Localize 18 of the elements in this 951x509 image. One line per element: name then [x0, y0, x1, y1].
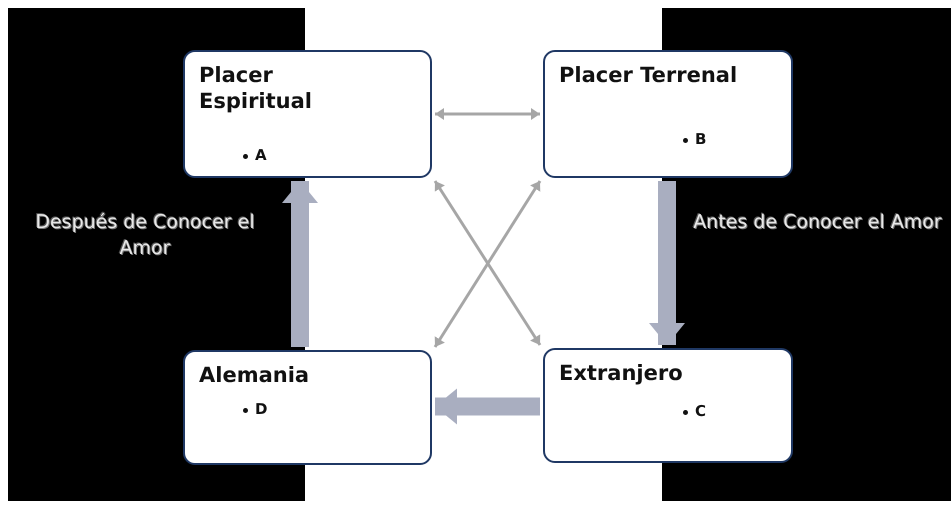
side-label: Después de Conocer el Amor	[34, 210, 256, 261]
concept-box	[543, 348, 793, 463]
block-arrow	[282, 181, 318, 347]
concept-box	[543, 50, 793, 178]
block-arrow	[649, 181, 685, 345]
box-title: Extranjero	[559, 360, 684, 386]
box-title: Alemania	[199, 362, 310, 388]
side-label: Antes de Conocer el Amor	[692, 210, 943, 235]
bullet-item: D	[255, 400, 268, 418]
bullet-item: B	[695, 130, 706, 148]
box-title: Placer Espiritual	[199, 62, 313, 114]
concept-box	[183, 350, 432, 465]
bullet-item: C	[695, 402, 706, 420]
concept-box	[183, 50, 432, 178]
block-arrow	[435, 388, 540, 424]
double-arrow	[435, 108, 540, 120]
box-title: Placer Terrenal	[559, 62, 738, 88]
bullet-item: A	[255, 146, 267, 164]
